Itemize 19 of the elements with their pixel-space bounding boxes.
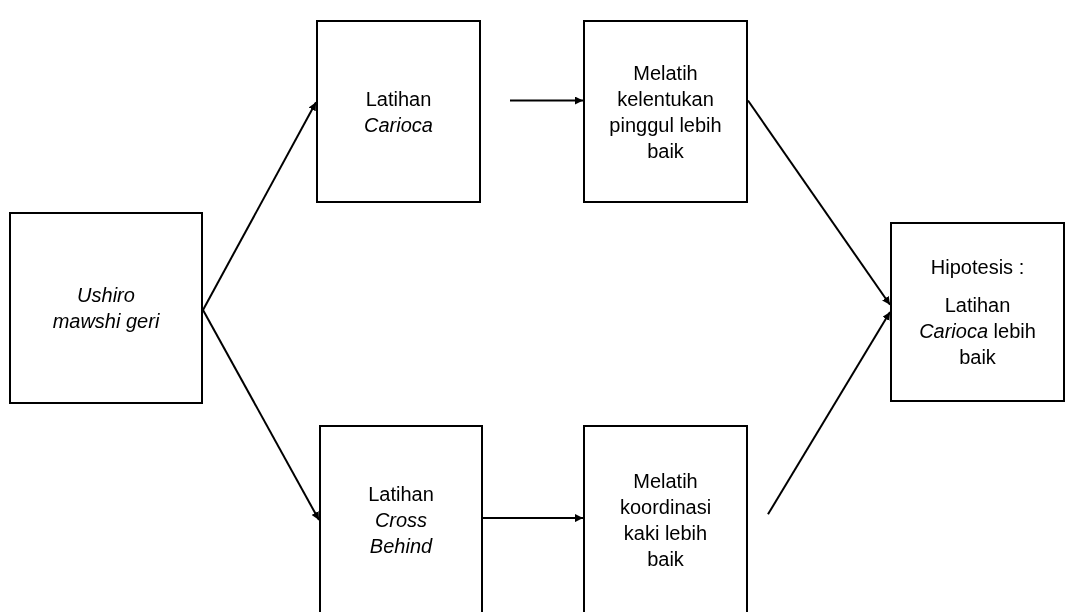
box-text: Melatih koordinasi kaki lebih baik [618, 469, 713, 572]
process-box [890, 222, 1065, 402]
box-text: Latihan Carioca [363, 86, 434, 138]
box-text: Ushiro mawshi geri [51, 283, 161, 334]
box-text: Melatih kelentukan pinggul lebih baik [608, 60, 723, 164]
process-box [316, 20, 481, 203]
process-box [9, 212, 203, 404]
process-box [583, 20, 748, 203]
arrow [509, 96, 584, 105]
process-box [319, 425, 483, 612]
arrow [202, 101, 317, 311]
arrow [767, 311, 891, 516]
arrow [747, 99, 891, 306]
process-box [583, 425, 748, 612]
arrow [202, 308, 320, 521]
arrow [482, 514, 584, 523]
box-text: Latihan Cross Behind [367, 482, 435, 559]
box-text: Hipotesis : [930, 255, 1025, 280]
box-text: Latihan Carioca lebih baik [918, 293, 1037, 370]
